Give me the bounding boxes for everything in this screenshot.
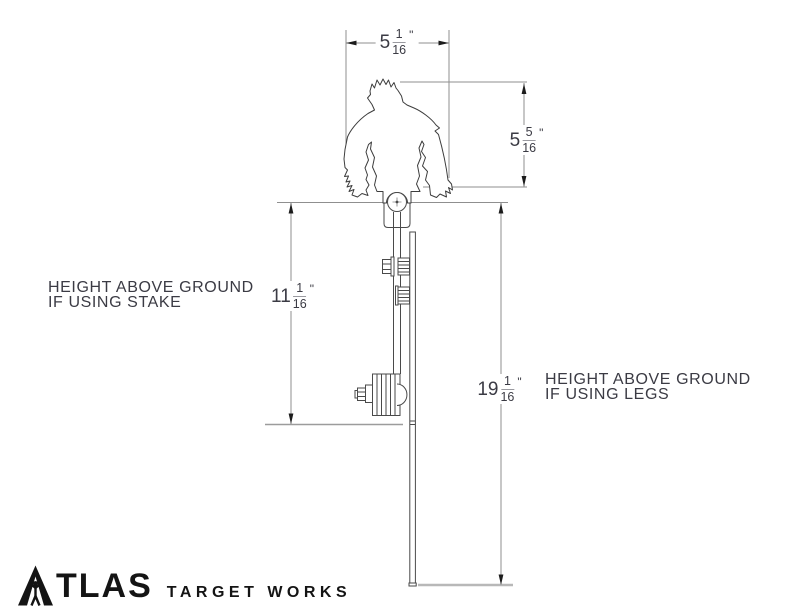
- atlas-a-icon: [18, 565, 53, 606]
- clamp-bolt-head: [357, 387, 366, 401]
- upper-bolt: [382, 256, 410, 277]
- lower-bolt: [395, 285, 410, 306]
- stake-height-dimension-value: 11 1 16 ": [267, 281, 319, 311]
- note-line-2: IF USING LEGS: [545, 386, 670, 403]
- note-line-2: IF USING STAKE: [48, 294, 182, 311]
- stake-dim-arrow-down: [288, 413, 294, 424]
- stake-joint: [409, 420, 416, 425]
- clamp-block: [354, 373, 408, 416]
- legs-height-note: HEIGHT ABOVE GROUND IF USING LEGS: [545, 371, 751, 403]
- dim-fraction: 1 16: [500, 374, 515, 404]
- mounting-hardware: [354, 212, 417, 587]
- legs-dim-arrow-up: [498, 203, 504, 214]
- dim-fraction: 5 16: [522, 125, 537, 155]
- dim-whole: 5: [379, 31, 391, 53]
- ground-stake: [409, 231, 416, 584]
- target-silhouette: [343, 78, 453, 204]
- width-dimension-value: 5 1 16 ": [375, 27, 419, 57]
- inch-mark: ": [409, 28, 415, 42]
- legs-dim-arrow-down: [498, 574, 504, 585]
- dim-fraction: 1 16: [392, 27, 407, 57]
- width-arrow-right: [438, 40, 449, 46]
- target-height-arrow-down: [521, 176, 527, 187]
- pivot-circle: [387, 192, 407, 212]
- stake-foot: [408, 582, 417, 587]
- brand-tagline: TARGET WORKS: [166, 584, 352, 601]
- width-arrow-left: [346, 40, 357, 46]
- inch-mark: ": [539, 126, 545, 140]
- stake-height-note: HEIGHT ABOVE GROUND IF USING STAKE: [48, 279, 254, 311]
- brand-name: TLAS: [56, 567, 153, 605]
- stake-dim-arrow-up: [288, 203, 294, 214]
- atlas-target-works-logo: TLAS TARGET WORKS: [17, 565, 351, 606]
- legs-height-dimension-value: 19 1 16 ": [473, 374, 527, 404]
- clamp-bolt-flange: [365, 384, 373, 403]
- inch-mark: ": [309, 282, 315, 296]
- dim-whole: 11: [271, 285, 291, 307]
- target-height-dimension-value: 5 5 16 ": [505, 125, 549, 155]
- inch-mark: ": [517, 375, 523, 389]
- dim-fraction: 1 16: [292, 281, 307, 311]
- note-line-1: HEIGHT ABOVE GROUND: [48, 279, 254, 296]
- target-height-arrow-up: [521, 83, 527, 94]
- dim-whole: 19: [477, 378, 499, 400]
- dim-whole: 5: [509, 129, 521, 151]
- clamp-bolt-tip: [354, 390, 358, 399]
- dimension-arrowheads: [288, 40, 527, 585]
- note-line-1: HEIGHT ABOVE GROUND: [545, 371, 751, 388]
